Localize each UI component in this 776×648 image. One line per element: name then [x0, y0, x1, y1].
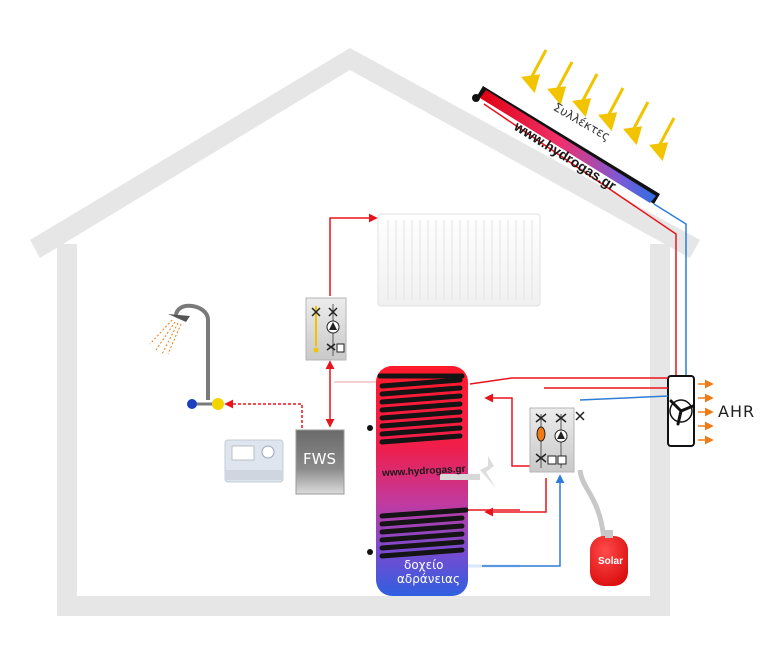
tank-name-line1: δοχείο [404, 558, 444, 572]
water-spray-icon [149, 319, 182, 355]
tank-name-line2: αδράνειας [397, 572, 460, 586]
buffer-tank [367, 366, 520, 596]
solar-expansion-vessel [590, 530, 628, 586]
heat-output-arrows-icon [698, 379, 714, 445]
mixer-tap [187, 398, 303, 428]
ahr-heat-dissipator [667, 375, 714, 447]
radiator [377, 213, 541, 307]
house-outline [30, 48, 700, 616]
collector-pipes [483, 103, 687, 380]
cold-water-dot [187, 399, 197, 409]
fws-module [295, 429, 345, 495]
lightning-icon [480, 456, 496, 488]
solar-pump-station [529, 407, 585, 473]
heating-pump-group [305, 297, 347, 361]
controller-unit [224, 439, 284, 483]
expansion-vessel-label: Solar [598, 556, 624, 567]
shower [149, 303, 210, 400]
electric-heater-element [440, 474, 480, 480]
hot-water-dot [212, 398, 224, 410]
heating-circuit-pipes [325, 213, 378, 428]
tank-sensor-bottom [367, 549, 373, 555]
solar-circuit-pipes [469, 377, 669, 567]
solar-collector [472, 86, 660, 204]
fws-label: FWS [303, 450, 336, 468]
upper-coil [377, 373, 465, 445]
collector-sensor-dot [472, 94, 480, 102]
ahr-label: AHR [718, 402, 756, 421]
tank-sensor-top [367, 425, 373, 431]
lower-coil [379, 507, 469, 559]
sun-rays-icon [521, 49, 676, 162]
